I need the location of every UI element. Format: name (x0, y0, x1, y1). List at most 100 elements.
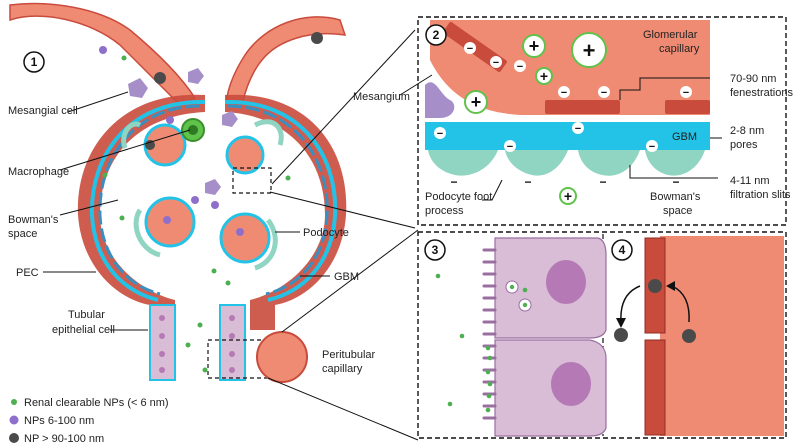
glomerular-capillary-lumen (430, 20, 710, 115)
panel-2-frame (417, 16, 787, 226)
np-small (119, 215, 125, 221)
np-large (154, 72, 166, 84)
np-small (197, 322, 203, 328)
label-bowmans-space-2: space (8, 228, 37, 240)
panel-3-4-frame (417, 231, 787, 439)
np-large (614, 328, 628, 342)
panel-1-badge (23, 51, 45, 73)
podocyte-process (254, 218, 278, 271)
foot-process (505, 150, 568, 176)
label-pec: PEC (16, 267, 39, 279)
minus-sign: − (649, 141, 655, 153)
minus-sign: − (601, 87, 607, 99)
capillary-loop (219, 212, 271, 264)
np-small (102, 172, 108, 178)
pec-layer-left (89, 99, 206, 302)
np-medium (211, 201, 219, 209)
pec-layer-right (224, 99, 338, 302)
label-bowmans-space-1: Bowman's (8, 214, 59, 226)
legend-label-large-np: NP > 90-100 nm (24, 433, 104, 445)
legend-label-medium-np: NPs 6-100 nm (24, 415, 94, 427)
legend-swatch-medium-np (9, 415, 19, 425)
pec-cells-right (227, 104, 329, 296)
peritubular-capillary (256, 331, 308, 383)
np-medium (163, 216, 171, 224)
macrophage-nucleus (188, 125, 198, 135)
panel-3-nanoparticles (435, 273, 528, 413)
panel-4-badge (611, 239, 633, 261)
peritubular-capillary-lumen (660, 236, 784, 436)
np-medium (191, 196, 199, 204)
leader-lines-panel-2 (399, 74, 722, 201)
np-small (522, 302, 528, 308)
panel-3-number: 3 (432, 243, 439, 257)
panel-3-4: 3 4 (417, 231, 787, 439)
gbm-band (425, 122, 710, 150)
minus-sign: − (672, 175, 679, 189)
endothelium-segment (545, 100, 620, 114)
panel-3-badge (424, 239, 446, 261)
label-fenestrations-1: 70-90 nm (730, 73, 776, 85)
minus-sign: − (683, 87, 689, 99)
np-large (145, 140, 155, 150)
plus-sign: + (564, 188, 572, 204)
np-small (211, 268, 217, 274)
minus-sign: − (467, 43, 473, 55)
label-mesangium: Mesangium (353, 91, 410, 103)
label-gbm: GBM (334, 271, 359, 283)
capillary-loop (225, 135, 265, 175)
minus-sign: − (437, 128, 443, 140)
legend-swatch-small-np (11, 399, 17, 405)
plus-sign: + (529, 36, 540, 56)
microvilli (482, 248, 497, 420)
zoom-box-glomerulus (232, 167, 272, 194)
label-pores-1: 2-8 nm (730, 125, 764, 137)
label-pores-2: pores (730, 139, 758, 151)
label-macrophage: Macrophage (8, 166, 69, 178)
minus-sign: − (493, 57, 499, 69)
label-glomerular-1: Glomerular (643, 29, 698, 41)
legend-swatch-large-np (9, 433, 19, 443)
tubular-nucleus (551, 362, 591, 406)
minus-sign: − (575, 123, 581, 135)
mesangium-shape (425, 82, 455, 118)
mesangial-cell (222, 111, 238, 127)
np-small (509, 284, 515, 290)
arrow-efflux (620, 285, 641, 323)
arrow-influx (671, 285, 690, 323)
foot-process (578, 150, 640, 176)
plus-sign: + (583, 38, 596, 63)
minus-sign: − (524, 175, 531, 189)
tubular-nucleus (546, 260, 586, 304)
endothelial-cell (644, 339, 666, 436)
label-gbm-panel-2: GBM (672, 131, 697, 143)
panel-2-badge (425, 24, 447, 46)
plus-sign: + (471, 92, 482, 112)
np-small (185, 342, 191, 348)
label-foot-2: process (425, 205, 464, 217)
podocyte-process (121, 121, 142, 149)
pec-cells-left (98, 104, 201, 296)
arrow-influx-head (666, 281, 675, 291)
plus-sign: + (540, 68, 548, 84)
np-small (285, 175, 291, 181)
minus-sign: − (507, 141, 513, 153)
np-medium (236, 228, 244, 236)
label-glomerular-2: capillary (659, 43, 700, 55)
panel-2-number: 2 (433, 28, 440, 42)
label-bowman-2: space (663, 205, 692, 217)
panel-4-number: 4 (619, 243, 626, 257)
label-tubular-2: epithelial cell (52, 324, 115, 336)
mesangial-cell (188, 68, 204, 84)
label-foot-1: Podocyte foot (425, 191, 492, 203)
label-fenestrations-2: fenestrations (730, 87, 793, 99)
label-slits-1: 4-11 nm (730, 175, 770, 187)
panel-1-glomerulus: 1 Mesangial cell Macrophage Bowman's spa… (8, 2, 419, 441)
efferent-arteriole (225, 16, 347, 105)
label-mesangial-cell: Mesangial cell (8, 105, 78, 117)
legend-label-small-np: Renal clearable NPs (< 6 nm) (24, 397, 169, 409)
mesangial-cell (205, 179, 221, 195)
minus-sign: − (561, 87, 567, 99)
label-peritubular-2: capillary (322, 363, 363, 375)
